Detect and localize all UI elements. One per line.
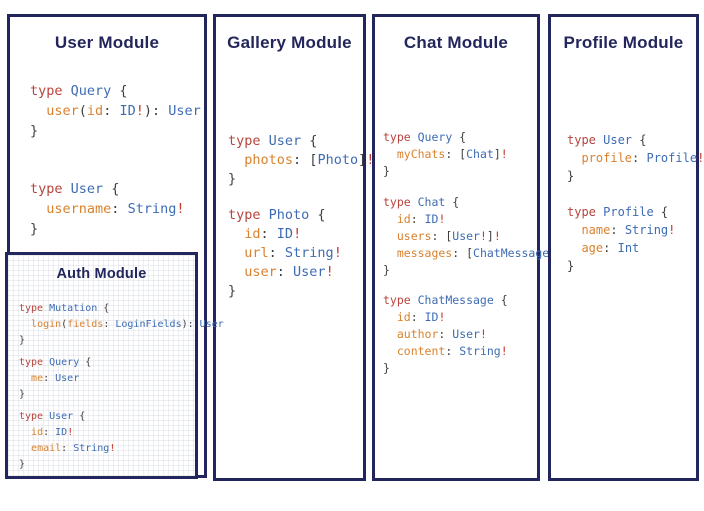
profile-module-title: Profile Module [563, 33, 684, 52]
code-line: myChats: [Chat]! [396, 147, 508, 161]
code-line: username: String! [46, 201, 185, 217]
chat-module-code-query: type Query { myChats: [Chat]!} [383, 129, 508, 180]
chat-module-code-chatmessage: type ChatMessage { id: ID! author: User!… [383, 292, 508, 377]
code-line: } [383, 263, 390, 277]
code-line: type Chat { [383, 195, 460, 209]
code-line: id: ID! [244, 226, 302, 242]
gallery-module-code-photo: type Photo { id: ID! url: String! user: … [228, 206, 342, 301]
profile-module-box: Profile Module type User { profile: Prof… [548, 14, 704, 481]
code-line: me: User [31, 373, 80, 384]
code-line: user(id: ID!): User [46, 103, 201, 119]
profile-module-code-profile: type Profile { name: String! age: Int} [567, 203, 675, 275]
code-line: } [567, 169, 575, 183]
auth-module-title: Auth Module [56, 266, 147, 282]
code-line: } [19, 459, 26, 470]
code-line: id: ID! [396, 212, 446, 226]
code-line: photos: [Photo]! [244, 152, 375, 168]
code-line: type ChatMessage { [383, 293, 508, 307]
code-line: age: Int [581, 241, 640, 255]
code-line: } [19, 335, 26, 346]
code-line: } [383, 361, 390, 375]
gallery-module-title: Gallery Module [227, 33, 352, 52]
gallery-module-box: Gallery Module type User { photos: [Phot… [213, 14, 374, 481]
code-line: } [383, 164, 390, 178]
code-line: } [19, 389, 26, 400]
code-line: id: ID! [396, 310, 446, 324]
code-line: type User { [228, 133, 318, 149]
code-line: type Profile { [567, 205, 669, 219]
code-line: } [567, 259, 575, 273]
chat-module-title: Chat Module [403, 33, 509, 52]
chat-module-code-chat: type Chat { id: ID! users: [User!]! mess… [383, 194, 563, 279]
gallery-module-code-user: type User { photos: [Photo]!} [228, 132, 374, 189]
auth-module-box: Auth Module type Mutation { login(fields… [5, 252, 224, 479]
profile-module-code-user: type User { profile: Profile!} [567, 131, 704, 185]
code-line: name: String! [581, 223, 676, 237]
user-module-code-query: type Query { user(id: ID!): User} [30, 81, 201, 141]
code-line: users: [User!]! [396, 229, 501, 243]
code-line: author: User! [396, 327, 487, 341]
auth-module-code-user: type User { id: ID! email: String!} [19, 409, 115, 473]
code-line: login(fields: LoginFields): User [31, 319, 224, 330]
code-line: type Photo { [228, 207, 326, 223]
auth-module-code-mutation: type Mutation { login(fields: LoginField… [19, 301, 224, 349]
code-line: messages: [ChatMessage]! [396, 246, 563, 260]
code-line: } [228, 283, 237, 299]
user-module-code-user: type User { username: String!} [30, 179, 184, 239]
code-line: email: String! [31, 443, 116, 454]
code-line: type User { [30, 181, 120, 197]
code-line: type Mutation { [19, 303, 110, 314]
auth-module-code-query: type Query { me: User} [19, 355, 91, 403]
code-line: profile: Profile! [581, 151, 704, 165]
code-line: } [30, 221, 39, 237]
code-line: } [228, 171, 237, 187]
code-line: type User { [567, 133, 647, 147]
code-line: url: String! [244, 245, 342, 261]
code-line: id: ID! [31, 427, 74, 438]
chat-module-box: Chat Module type Query { myChats: [Chat]… [372, 14, 563, 481]
code-line: type Query { [383, 130, 467, 144]
code-line: user: User! [244, 264, 334, 280]
user-module-title: User Module [54, 33, 160, 52]
code-line: content: String! [396, 344, 508, 358]
code-line: type User { [19, 411, 86, 422]
code-line: type Query { [30, 83, 128, 99]
code-line: } [30, 123, 39, 139]
code-line: type Query { [19, 357, 92, 368]
